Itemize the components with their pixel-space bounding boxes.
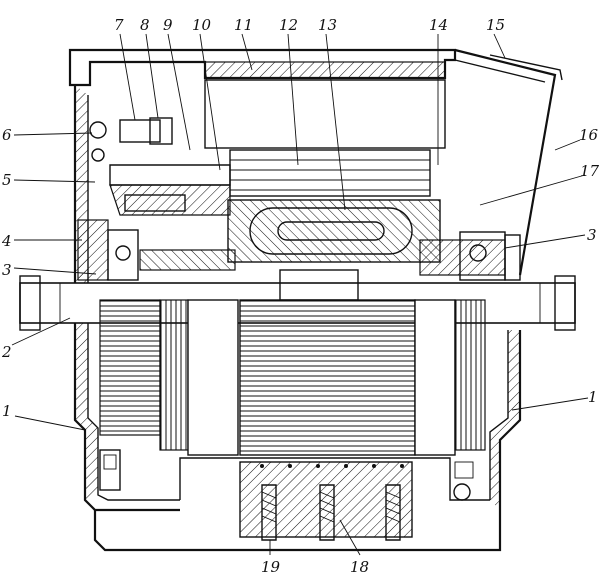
- brush-holder-block: [239, 461, 413, 538]
- callout-17: 17: [580, 162, 600, 180]
- callout-9: 9: [163, 16, 173, 34]
- callout-4: 4: [1, 232, 12, 250]
- callout-5: 5: [2, 171, 12, 189]
- fan-and-pulley: [89, 117, 231, 216]
- callout-2: 2: [1, 343, 12, 361]
- callout-13: 13: [318, 16, 337, 34]
- callout-3-right: 3: [587, 226, 597, 244]
- callout-10: 10: [192, 16, 212, 34]
- callout-18: 18: [350, 558, 369, 576]
- screw-middle: [319, 484, 335, 541]
- callout-11: 11: [234, 16, 253, 34]
- screw-right: [385, 484, 401, 541]
- screw-left: [261, 484, 277, 541]
- brush-holder-dots: [260, 464, 404, 468]
- right-end-shield: [453, 48, 563, 510]
- leader-lines: [11, 33, 589, 556]
- left-bearing-assembly: [77, 219, 236, 281]
- right-bearing-assembly: [419, 231, 521, 281]
- stator-core: [204, 79, 446, 263]
- callout-1-left: 1: [2, 402, 12, 420]
- callout-16: 16: [579, 126, 599, 144]
- callout-3-left: 3: [2, 261, 12, 279]
- callout-19: 19: [261, 558, 281, 576]
- callout-15: 15: [486, 16, 505, 34]
- callout-7: 7: [114, 16, 124, 34]
- mounting-screws: [261, 484, 401, 541]
- callout-1-right: 1: [588, 388, 598, 406]
- callout-14: 14: [429, 16, 448, 34]
- callout-6: 6: [2, 126, 12, 144]
- callout-12: 12: [279, 16, 298, 34]
- callout-8: 8: [140, 16, 150, 34]
- rotor-core: [99, 269, 486, 456]
- callout-labels: 1 1 2 3 3 4 5 6 7 8 9 10 11 12 13 14 15 …: [1, 16, 600, 576]
- frame-housing: [68, 48, 457, 87]
